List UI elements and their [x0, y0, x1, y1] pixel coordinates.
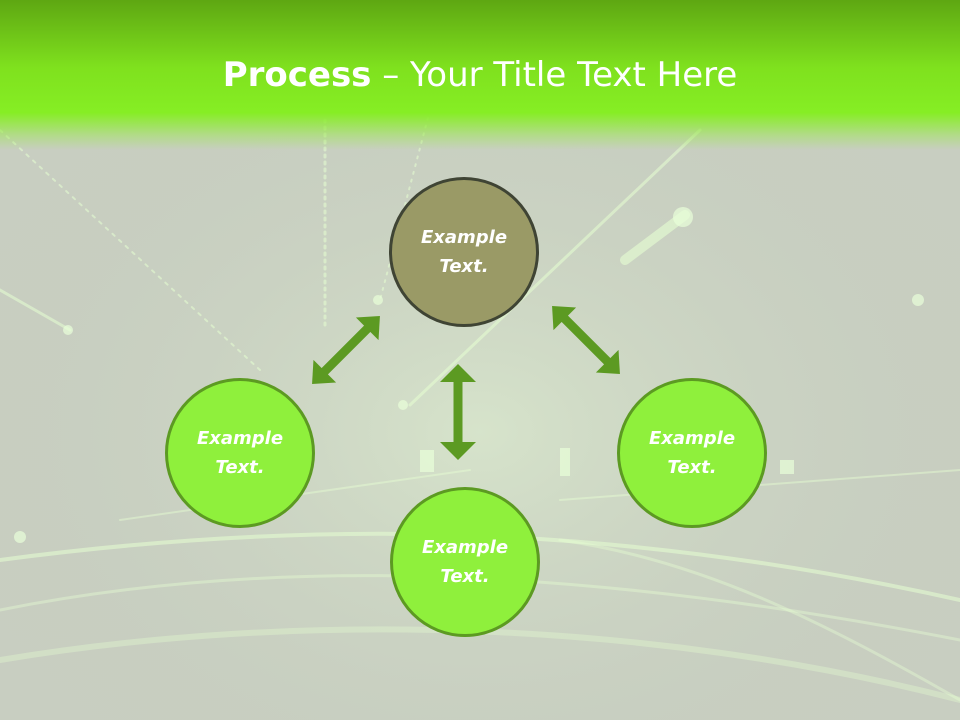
node-right: Example Text.: [617, 378, 767, 528]
title-bold-part: Process: [222, 55, 372, 95]
node-right-label: Example Text.: [648, 428, 736, 478]
node-bottom-label: Example Text.: [421, 537, 509, 587]
node-top-label: Example Text.: [420, 227, 508, 277]
node-left: Example Text.: [165, 378, 315, 528]
node-left-label: Example Text.: [196, 428, 284, 478]
page-title: Process – Your Title Text Here: [0, 50, 960, 100]
title-bar: Process – Your Title Text Here: [0, 0, 960, 150]
node-bottom: Example Text.: [390, 487, 540, 637]
title-rest-part: – Your Title Text Here: [371, 55, 738, 95]
node-top: Example Text.: [389, 177, 539, 327]
